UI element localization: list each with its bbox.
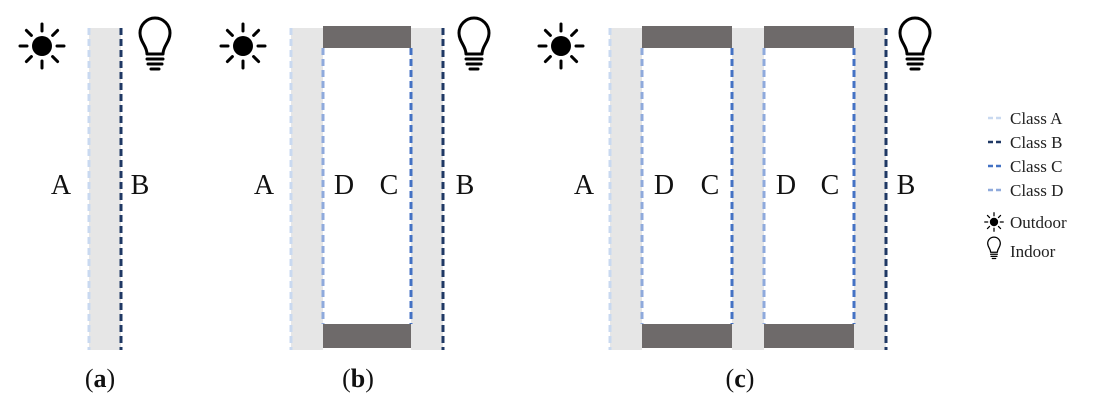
panel-a: A B (a) — [18, 16, 172, 393]
glass-pane — [291, 28, 323, 350]
panel-b: A D C B (b) — [219, 16, 491, 393]
label-b: B — [131, 170, 150, 201]
legend-item-class-d: Class D — [988, 181, 1063, 200]
legend-label: Class D — [1010, 181, 1063, 200]
glass-pane — [610, 28, 642, 350]
legend-label: Outdoor — [1010, 213, 1067, 232]
label-a: A — [254, 170, 275, 201]
sun-icon — [537, 22, 585, 70]
legend-label: Class A — [1010, 109, 1063, 128]
label-d: D — [334, 170, 354, 201]
legend-label: Indoor — [1010, 242, 1056, 261]
legend-label: Class C — [1010, 157, 1062, 176]
label-b: B — [456, 170, 475, 201]
light-bulb-icon — [987, 236, 1001, 260]
light-bulb-icon — [457, 16, 491, 71]
spacer-frame — [764, 324, 854, 348]
light-bulb-icon — [898, 16, 932, 71]
spacer-frame — [642, 26, 732, 48]
panel-caption: (c) — [726, 364, 755, 393]
legend-item-indoor: Indoor — [987, 236, 1056, 261]
glass-pane — [732, 28, 764, 350]
label-c: C — [821, 170, 840, 201]
panel-caption: (a) — [85, 364, 115, 393]
legend-item-outdoor: Outdoor — [984, 212, 1067, 232]
glass-pane — [89, 28, 121, 350]
label-d: D — [654, 170, 674, 201]
spacer-frame — [323, 26, 411, 48]
panel-c: A D C D C B (c) — [537, 16, 932, 393]
glass-pane — [411, 28, 443, 350]
spacer-frame — [764, 26, 854, 48]
legend-item-class-a: Class A — [988, 109, 1063, 128]
label-a: A — [574, 170, 595, 201]
legend-item-class-b: Class B — [988, 133, 1062, 152]
label-c: C — [701, 170, 720, 201]
sun-icon — [984, 212, 1004, 232]
light-bulb-icon — [138, 16, 172, 71]
panel-caption: (b) — [342, 364, 374, 393]
label-d: D — [776, 170, 796, 201]
legend-item-class-c: Class C — [988, 157, 1062, 176]
label-a: A — [51, 170, 72, 201]
legend-label: Class B — [1010, 133, 1062, 152]
legend: Class A Class B Class C Class D Outdoor … — [984, 109, 1067, 261]
label-b: B — [897, 170, 916, 201]
spacer-frame — [323, 324, 411, 348]
label-c: C — [380, 170, 399, 201]
spacer-frame — [642, 324, 732, 348]
glass-pane — [854, 28, 886, 350]
sun-icon — [18, 22, 66, 70]
sun-icon — [219, 22, 267, 70]
